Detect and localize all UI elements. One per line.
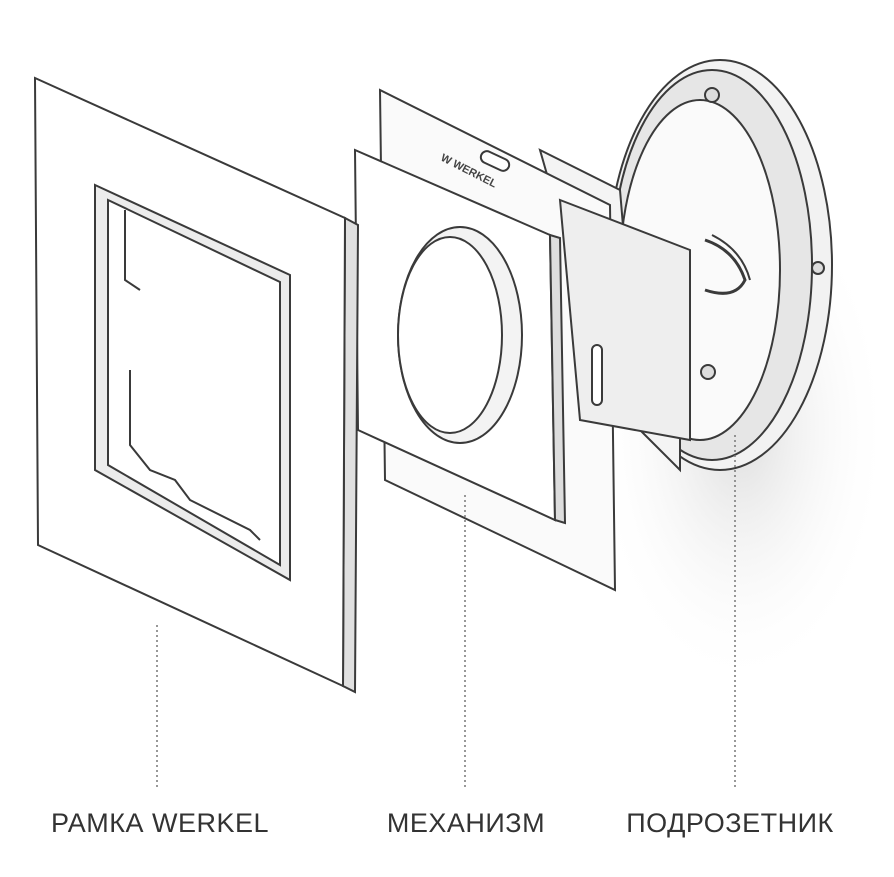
frame <box>33 76 360 694</box>
label-mechanism: МЕХАНИЗМ <box>386 808 546 838</box>
label-mounting-box: ПОДРОЗЕТНИК <box>626 808 834 838</box>
label-frame: РАМКА WERKEL <box>51 808 269 838</box>
mechanism: W WERKEL <box>353 88 691 592</box>
leader-lines <box>156 435 736 790</box>
